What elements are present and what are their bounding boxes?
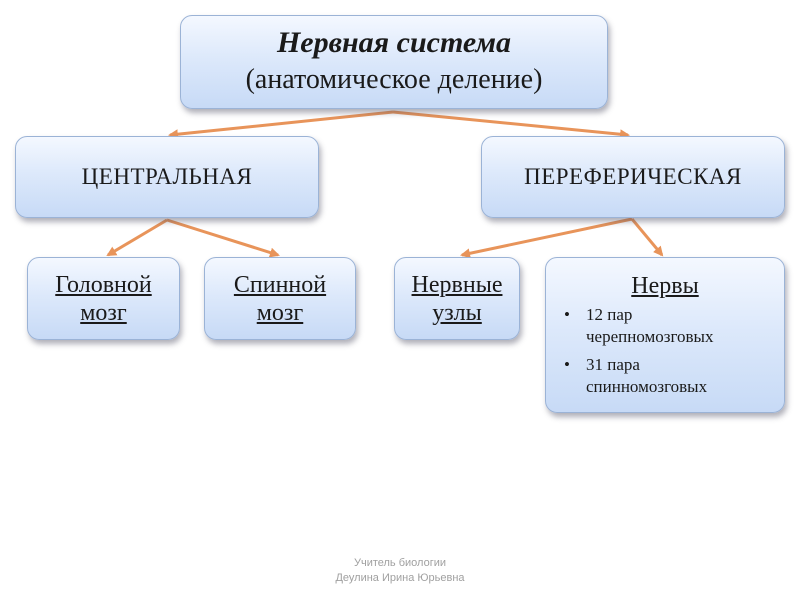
brain-label-line2: мозг <box>80 299 127 326</box>
arrow-root-to-central <box>168 110 394 140</box>
nerves-node: Нервы • 12 пар черепномозговых • 31 пара… <box>545 257 785 413</box>
peripheral-label: ПЕРЕФЕРИЧЕСКАЯ <box>524 164 742 189</box>
brain-node: Головной мозг <box>27 257 180 340</box>
ganglia-node: Нервные узлы <box>394 257 520 340</box>
spinal-label-line2: мозг <box>256 299 304 326</box>
footer-author: Учитель биологии Деулина Ирина Юрьевна <box>0 556 800 586</box>
arrow-peripheral-to-ganglia <box>460 217 633 259</box>
arrow-central-to-brain <box>106 218 168 257</box>
nerves-item-line1: 12 пар <box>586 305 633 324</box>
root-subtitle: (анатомическое деление) <box>245 64 543 95</box>
footer-line2: Деулина Ирина Юрьевна <box>335 572 465 584</box>
nerves-list-item: • 12 пар черепномозговых <box>564 304 784 348</box>
bullet-icon: • <box>564 305 570 324</box>
nerves-item-line2: черепномозговых <box>586 327 714 346</box>
nerves-list: • 12 пар черепномозговых • 31 пара спинн… <box>546 304 784 398</box>
arrow-root-to-peripheral <box>392 110 630 140</box>
central-node: ЦЕНТРАЛЬНАЯ <box>15 136 319 218</box>
bullet-icon: • <box>564 355 570 374</box>
central-label: ЦЕНТРАЛЬНАЯ <box>81 164 253 189</box>
spinal-label-line1: Спинной <box>233 271 327 298</box>
ganglia-label-line2: узлы <box>432 299 482 326</box>
footer-line1: Учитель биологии <box>353 557 447 569</box>
nerves-item-line2: спинномозговых <box>586 377 708 396</box>
root-node: Нервная система (анатомическое деление) <box>180 15 608 109</box>
nerves-list-item: • 31 пара спинномозговых <box>564 354 784 398</box>
arrow-central-to-spinal <box>166 218 280 258</box>
peripheral-node: ПЕРЕФЕРИЧЕСКАЯ <box>481 136 785 218</box>
nerves-title: Нервы <box>631 273 699 299</box>
spinal-cord-node: Спинной мозг <box>204 257 356 340</box>
brain-label-line1: Головной <box>55 271 152 298</box>
arrow-peripheral-to-nerves <box>630 218 664 257</box>
root-title: Нервная система <box>276 26 512 59</box>
nerves-item-line1: 31 пара <box>586 355 640 374</box>
ganglia-label-line1: Нервные <box>411 271 503 298</box>
